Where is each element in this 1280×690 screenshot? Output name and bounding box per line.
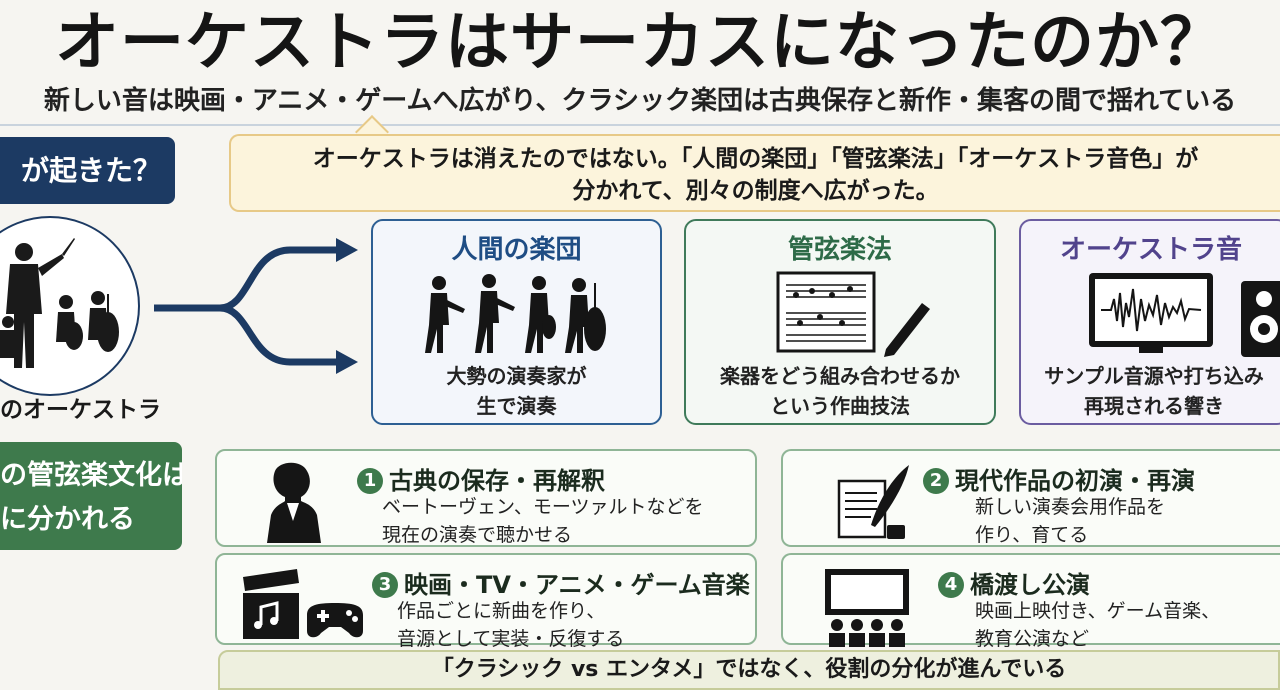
card-description: 大勢の演奏家が 生で演奏 bbox=[373, 361, 660, 421]
card-orchestra-sound: オーケストラ音 サンプル音源や打ち込み 再現される響き bbox=[1019, 219, 1280, 425]
score-and-pen-icon bbox=[686, 269, 994, 357]
orchestra-circle bbox=[0, 216, 140, 396]
card-title: 人間の楽団 bbox=[451, 235, 582, 265]
orchestra-label: のオーケストラ bbox=[0, 397, 161, 423]
card-line-1: 楽器をどう組み合わせるか bbox=[720, 364, 960, 388]
card-line-1: サンプル音源や打ち込み bbox=[1044, 364, 1264, 388]
callout-line-2: 分かれて、別々の制度へ広がった。 bbox=[572, 178, 939, 204]
card-human-ensemble: 人間の楽団 大勢の演奏家が 生で演奏 bbox=[371, 219, 662, 425]
card-title: 管弦楽法 bbox=[787, 235, 892, 265]
string-quartet-icon bbox=[373, 269, 660, 357]
role-line-2: 音源として実装・反復する bbox=[397, 628, 625, 650]
role-line-1: ベートーヴェン、モーツァルトなどを bbox=[382, 496, 704, 518]
role-title-text: 古典の保存・再解釈 bbox=[389, 467, 605, 495]
role-number-badge: 2 bbox=[923, 468, 949, 494]
card-orchestration-technique: 管弦楽法 楽器をどう組み合わせるか という作曲技法 bbox=[684, 219, 996, 425]
role-number-badge: 4 bbox=[938, 572, 964, 598]
clapperboard-gamepad-icon bbox=[235, 563, 363, 647]
role-title-text: 橋渡し公演 bbox=[970, 571, 1090, 599]
card-description: 楽器をどう組み合わせるか という作曲技法 bbox=[686, 361, 994, 421]
bottom-conclusion-banner: 「クラシック vs エンタメ」ではなく、役割の分化が進んでいる bbox=[218, 650, 1280, 690]
card-line-2: という作曲技法 bbox=[770, 394, 910, 418]
role-line-2: 作り、育てる bbox=[975, 524, 1089, 546]
role-description: 新しい演奏会用作品を 作り、育てる bbox=[975, 493, 1165, 549]
conductor-orchestra-icon bbox=[0, 238, 119, 368]
role-title-text: 現代作品の初演・再演 bbox=[955, 467, 1195, 495]
role-title-text: 映画・TV・アニメ・ゲーム音楽 bbox=[404, 571, 750, 599]
monitor-waveform-speaker-icon bbox=[1021, 269, 1280, 357]
role-line-1: 新しい演奏会用作品を bbox=[975, 496, 1166, 518]
beethoven-portrait-icon bbox=[235, 459, 345, 543]
role-description: 映画上映付き、ゲーム音楽、 教育公演など bbox=[975, 597, 1220, 653]
card-line-2: 生で演奏 bbox=[476, 394, 557, 418]
section-label-orchestral-culture: の管弦楽文化は に分かれる bbox=[0, 442, 182, 550]
role-number-badge: 3 bbox=[372, 572, 398, 598]
role-line-1: 映画上映付き、ゲーム音楽、 bbox=[975, 600, 1221, 622]
section2-line-2: に分かれる bbox=[0, 504, 135, 535]
role-line-2: 教育公演など bbox=[975, 628, 1090, 650]
card-line-1: 大勢の演奏家が bbox=[446, 364, 587, 388]
role-description: 作品ごとに新曲を作り、 音源として実装・反復する bbox=[397, 597, 624, 653]
page-title: オーケストラはサーカスになったのか？ bbox=[55, 6, 1225, 80]
divider bbox=[0, 124, 1280, 126]
role-line-1: 作品ごとに新曲を作り、 bbox=[397, 600, 606, 622]
screen-audience-icon bbox=[801, 563, 911, 647]
card-line-2: 再現される響き bbox=[1084, 394, 1224, 418]
section-label-what-happened: が起きた？ bbox=[0, 137, 175, 204]
role-line-2: 現在の演奏で聴かせる bbox=[382, 524, 573, 546]
card-description: サンプル音源や打ち込み 再現される響き bbox=[1021, 361, 1280, 421]
callout-line-1: オーケストラは消えたのではない。「人間の楽団」「管弦楽法」「オーケストラ音色」が bbox=[312, 146, 1199, 172]
branch-arrows bbox=[154, 238, 358, 374]
card-title: オーケストラ音 bbox=[1059, 235, 1242, 265]
callout-box: オーケストラは消えたのではない。「人間の楽団」「管弦楽法」「オーケストラ音色」が… bbox=[229, 134, 1280, 212]
section2-line-1: の管弦楽文化は bbox=[0, 460, 182, 491]
page-subtitle: 新しい音は映画・アニメ・ゲームへ広がり、クラシック楽団は古典保存と新作・集客の間… bbox=[43, 86, 1237, 116]
quill-and-paper-icon bbox=[801, 459, 911, 543]
role-number-badge: 1 bbox=[357, 468, 383, 494]
role-description: ベートーヴェン、モーツァルトなどを 現在の演奏で聴かせる bbox=[382, 493, 703, 549]
